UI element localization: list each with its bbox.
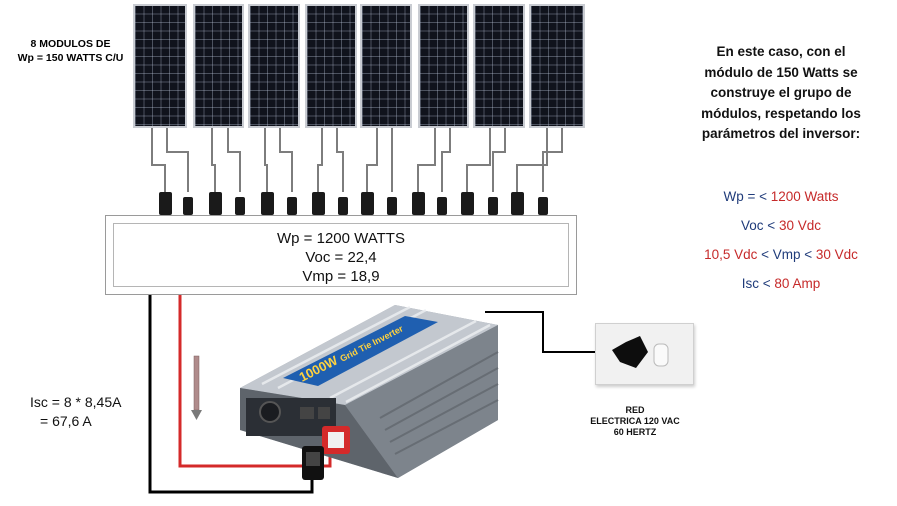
param-wp: Wp = < 1200 Watts xyxy=(676,189,886,204)
solar-panel-5 xyxy=(360,4,412,128)
explanation-note: En este caso, con el módulo de 150 Watts… xyxy=(676,42,886,145)
isc-calc-line2: = 67,6 A xyxy=(40,413,92,429)
param-isc: Isc < 80 Amp xyxy=(676,276,886,291)
param-isc-value: 80 Amp xyxy=(774,276,821,291)
negative-wire xyxy=(148,295,314,494)
inverter-body xyxy=(240,305,499,478)
dc-connector-positive xyxy=(322,426,350,454)
solar-panel-4 xyxy=(305,4,357,128)
grid-label-line3: 60 HERTZ xyxy=(613,427,657,437)
param-vmp-min: 10,5 Vdc xyxy=(704,247,758,262)
param-vmp: 10,5 Vdc < Vmp < 30 Vdc xyxy=(676,247,886,262)
note-line-3: construye el grupo de xyxy=(710,85,852,100)
grid-label-line2: ELECTRICA 120 VAC xyxy=(590,416,680,426)
solar-panel-7 xyxy=(473,4,525,128)
note-line-5: parámetros del inversor: xyxy=(701,126,861,141)
combiner-box: Wp = 1200 WATTS Voc = 22,4 Vmp = 18,9 xyxy=(105,215,577,295)
solar-panel-2 xyxy=(193,4,244,128)
note-line-4: módulos, respetando los xyxy=(701,105,861,121)
outlet-plug-icon xyxy=(612,336,669,368)
combiner-values: Wp = 1200 WATTS Voc = 22,4 Vmp = 18,9 xyxy=(106,229,576,286)
solar-panel-8 xyxy=(529,4,585,128)
param-wp-label: Wp = < xyxy=(723,189,771,204)
panel-cables xyxy=(151,128,563,215)
param-wp-value: 1200 Watts xyxy=(770,189,839,204)
ac-cable xyxy=(485,311,610,353)
combiner-inner-frame xyxy=(113,223,569,287)
param-voc-value: 30 Vdc xyxy=(778,218,821,233)
wall-outlet xyxy=(595,323,694,385)
isc-calc-line1: Isc = 8 * 8,45A xyxy=(30,394,122,410)
param-voc-label: Voc < xyxy=(741,218,779,233)
solar-panel-1 xyxy=(133,4,187,128)
param-vmp-max: 30 Vdc xyxy=(815,247,858,262)
solar-panel-3 xyxy=(248,4,300,128)
panels-label-line1: 8 MODULOS DE xyxy=(30,38,111,50)
param-vmp-label: < Vmp < xyxy=(757,247,816,262)
panels-label: 8 MODULOS DE Wp = 150 WATTS C/U xyxy=(8,37,133,65)
solar-panel-6 xyxy=(418,4,469,128)
panels-label-line2: Wp = 150 WATTS C/U xyxy=(17,52,124,64)
isc-calculation: Isc = 8 * 8,45A = 67,6 A xyxy=(30,393,121,431)
note-line-2: módulo de 150 Watts se xyxy=(704,64,858,80)
positive-wire xyxy=(178,295,332,468)
param-voc: Voc < 30 Vdc xyxy=(676,218,886,233)
combiner-vmp: Vmp = 18,9 xyxy=(302,268,380,285)
grid-label-line1: RED xyxy=(625,405,645,415)
param-isc-label: Isc < xyxy=(741,276,775,291)
combiner-voc: Voc = 22,4 xyxy=(305,249,377,266)
current-arrow-icon xyxy=(191,355,202,420)
combiner-wp: Wp = 1200 WATTS xyxy=(277,230,405,247)
grid-label: RED ELECTRICA 120 VAC 60 HERTZ xyxy=(580,405,690,438)
note-line-1: En este caso, con el xyxy=(716,44,846,59)
dc-connector-negative xyxy=(302,446,324,480)
